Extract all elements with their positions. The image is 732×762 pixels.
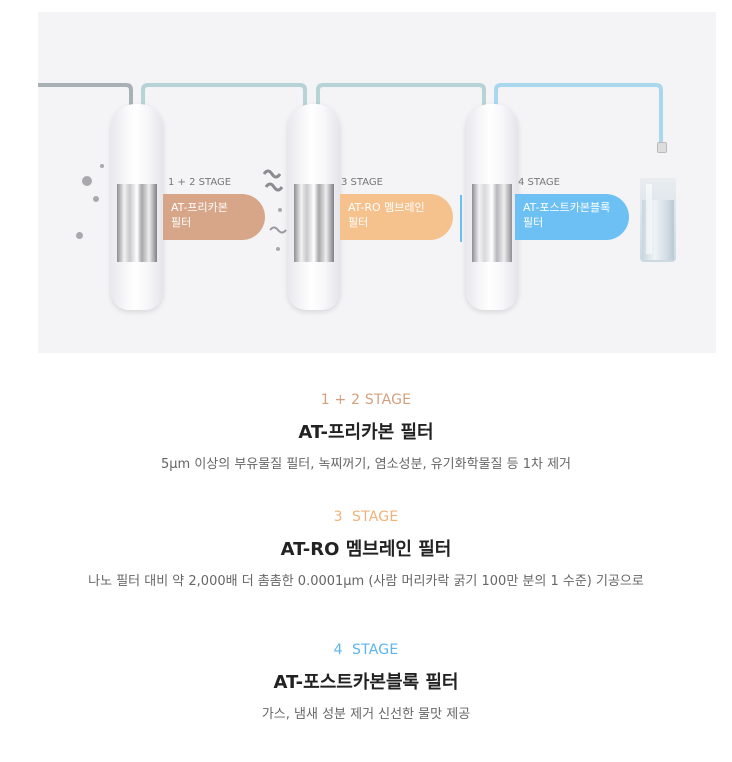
filter-description: 가스, 냄새 성분 제거 신선한 물맛 제공 [261, 707, 471, 722]
filter-title: AT-RO 멤브레인 필터 [280, 539, 452, 560]
pipe-lines [38, 83, 663, 242]
filter-cartridge-3 [466, 104, 518, 310]
filter-title: AT-포스트카본블록 필터 [273, 672, 459, 693]
impurity-dot [82, 176, 92, 186]
pipe-3-to-4 [316, 83, 486, 107]
stage-section-1: 1 + 2 STAGE AT-프리카본 필터 5μm 이상의 부유물질 필터, … [0, 392, 732, 472]
pipe-inlet [38, 83, 133, 107]
water-glass-icon [640, 178, 676, 262]
filter-pill-2: AT-RO 멤브레인 필터 [340, 194, 453, 240]
impurity-dot [278, 208, 282, 212]
stage-heading: 1 + 2 STAGE [320, 392, 412, 408]
impurity-dot [76, 232, 83, 239]
filter-description: 5μm 이상의 부유물질 필터, 녹찌꺼기, 염소성분, 유기화학물질 등 1차… [161, 457, 571, 472]
stage-section-3: 4 STAGE AT-포스트카본블록 필터 가스, 냄새 성분 제거 신선한 물… [0, 642, 732, 722]
filter-description: 나노 필터 대비 약 2,000배 더 촘촘한 0.0001μm (사람 머리카… [88, 574, 644, 589]
impurity-dot [100, 164, 104, 168]
filter-cartridge-2 [288, 104, 340, 310]
impurity-dot [276, 247, 280, 251]
stage-label-3: 4 STAGE [518, 177, 560, 188]
stage-section-2: 3 STAGE AT-RO 멤브레인 필터 나노 필터 대비 약 2,000배 … [0, 509, 732, 589]
filter-diagram: 1 + 2 STAGE AT-프리카본 필터 3 STAGE AT-RO 멤브레… [38, 12, 716, 353]
filter-pill-1: AT-프리카본 필터 [163, 194, 265, 240]
impurity-dot [93, 196, 99, 202]
filter-cartridge-1 [111, 104, 163, 310]
pipe-1-to-3 [141, 83, 307, 107]
stage-label-2: 3 STAGE [341, 177, 383, 188]
stage-heading: 4 STAGE [333, 642, 399, 658]
stage-heading: 3 STAGE [333, 509, 399, 525]
faucet-icon [657, 142, 667, 153]
stage-label-1: 1 + 2 STAGE [168, 177, 232, 188]
filter-pill-3: AT-포스트카본블록 필터 [515, 194, 629, 240]
pipe-4-to-faucet [494, 83, 663, 142]
filter-title: AT-프리카본 필터 [298, 422, 434, 443]
impurity-wave-icon [262, 169, 287, 234]
